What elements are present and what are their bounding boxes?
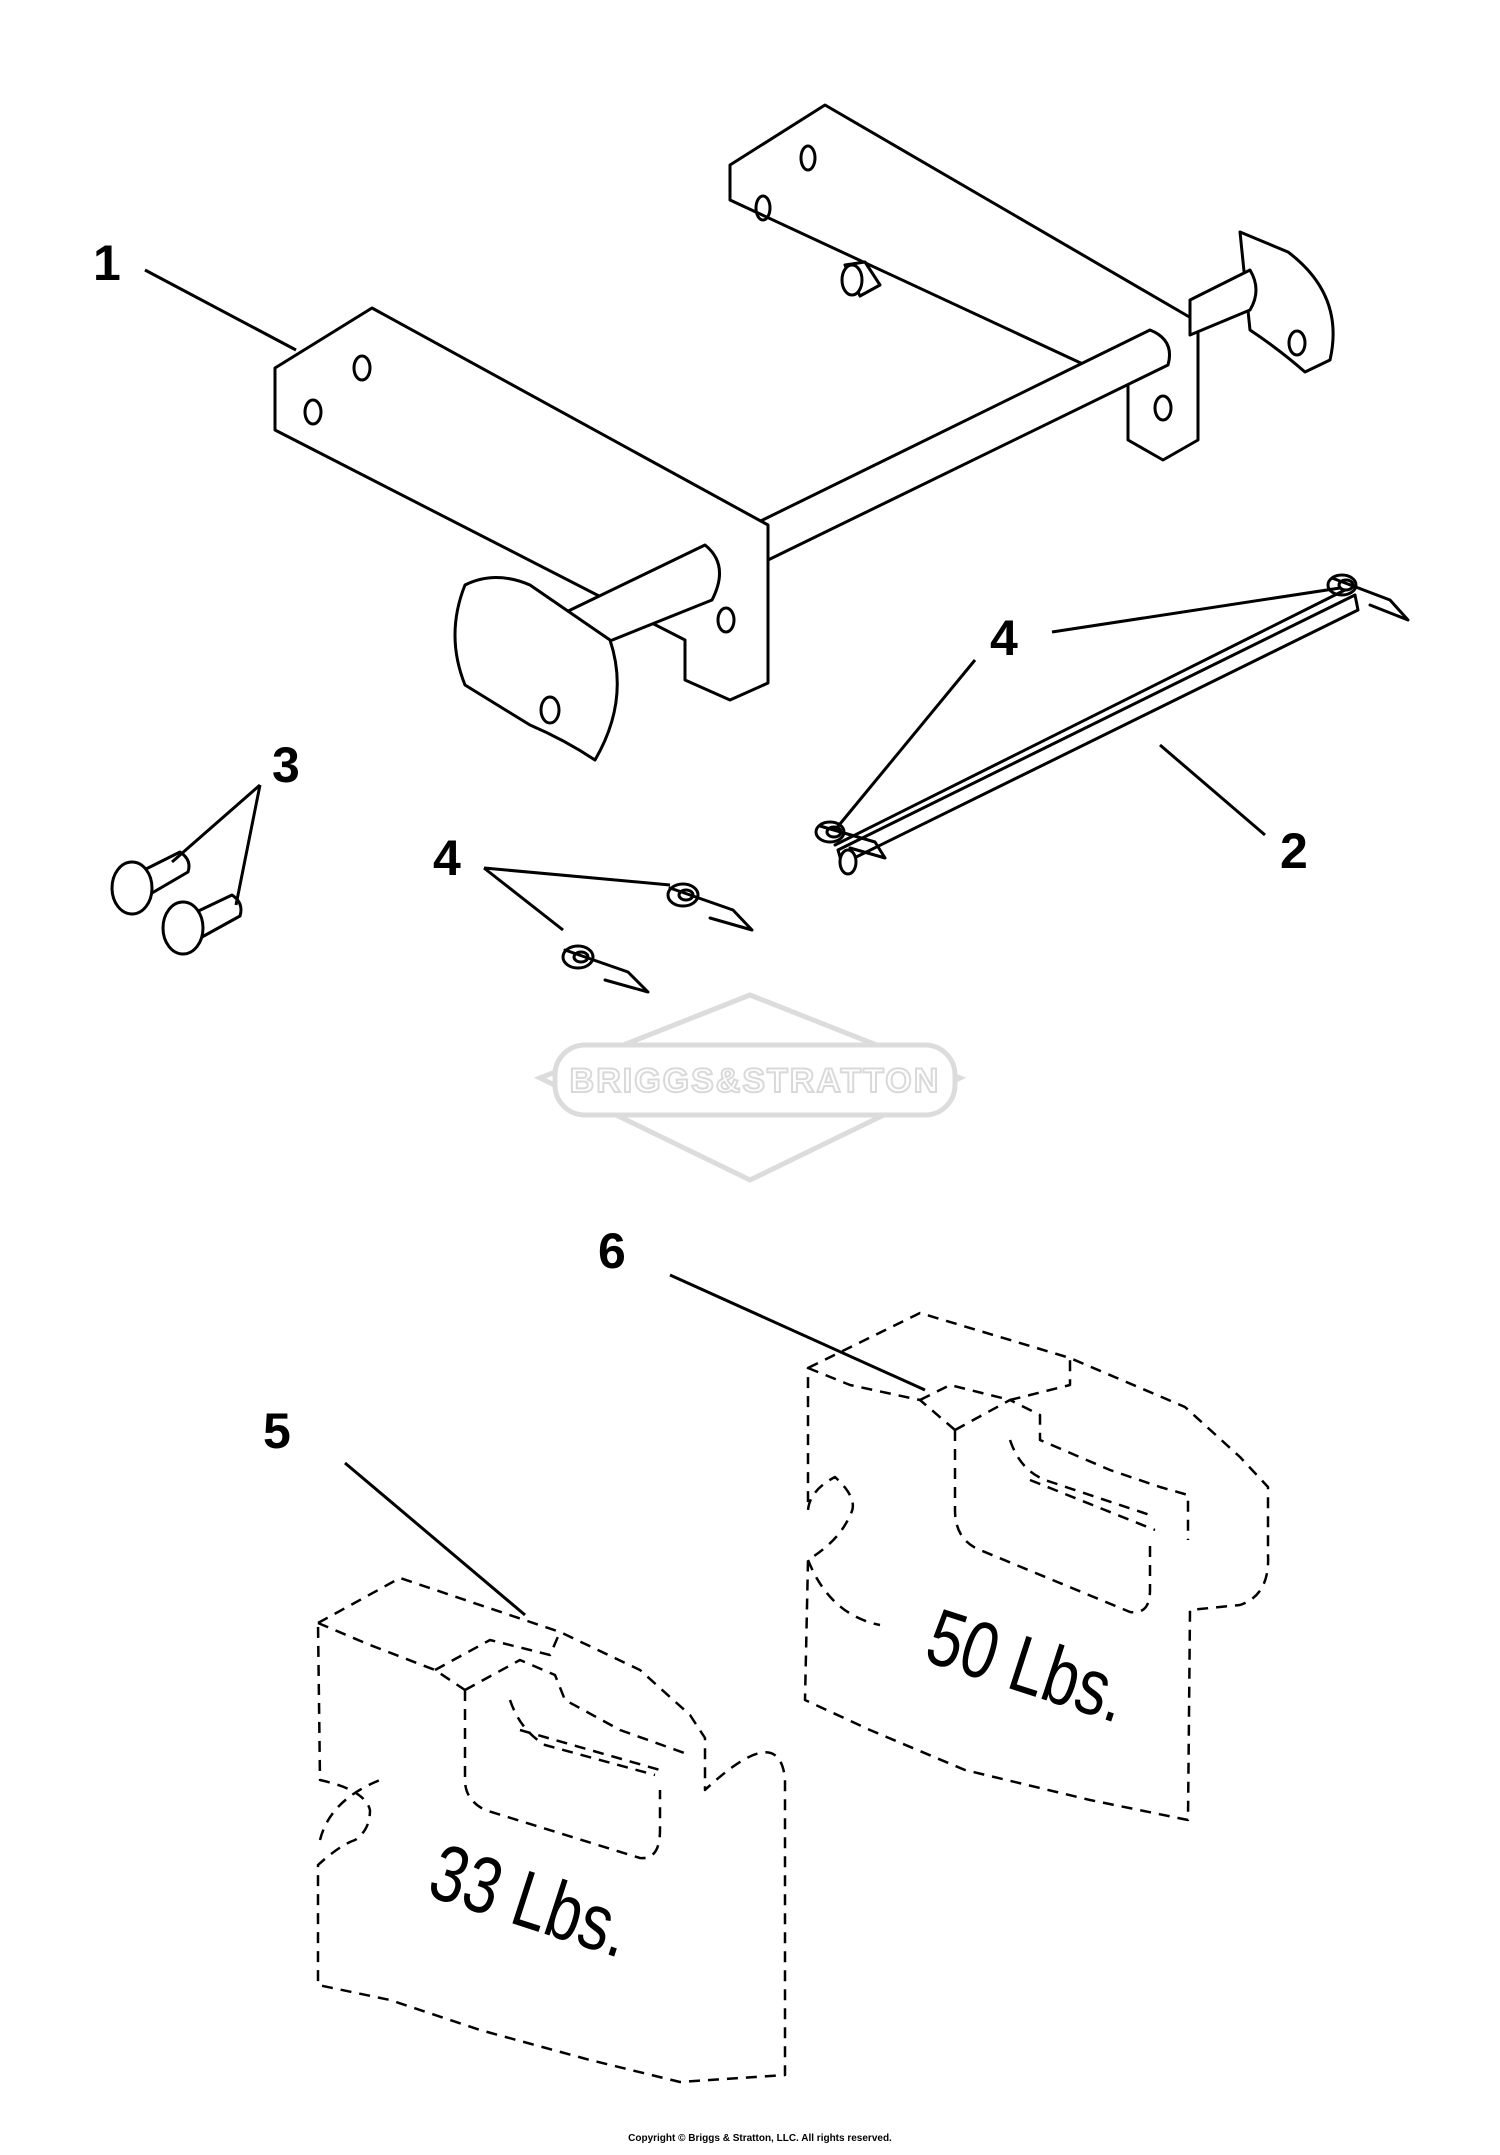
callout-4-rod: 4 [990,610,1018,666]
part-4-clip-rod-right [1326,573,1410,622]
callout-2: 2 [1280,823,1308,879]
watermark-text: BRIGGS&STRATTON [570,1062,941,1100]
callout-3: 3 [272,737,300,793]
callout-6: 6 [598,1223,626,1279]
part-4-clip-loose-upper [666,882,754,932]
part-4-clip-rod-left [814,820,887,860]
copyright-footer: Copyright © Briggs & Stratton, LLC. All … [628,2133,892,2144]
briggs-stratton-watermark: BRIGGS&STRATTON [533,992,967,1183]
part-5-weight-33-lbs [316,1576,787,2084]
part-3-pin-upper [110,850,191,916]
part-2-rod [833,588,1360,876]
weight-label-50: 50 Lbs. [916,1592,1138,1740]
part-1-bracket-assembly [273,103,1335,762]
part-6-weight-50-lbs [803,1311,1270,1822]
callout-5: 5 [263,1403,291,1459]
callout-1: 1 [93,235,121,291]
part-4-clip-loose-lower [561,944,650,994]
callout-4-loose: 4 [433,830,461,886]
part-3-pin-lower [161,893,243,956]
leader-lines [144,268,1341,1617]
